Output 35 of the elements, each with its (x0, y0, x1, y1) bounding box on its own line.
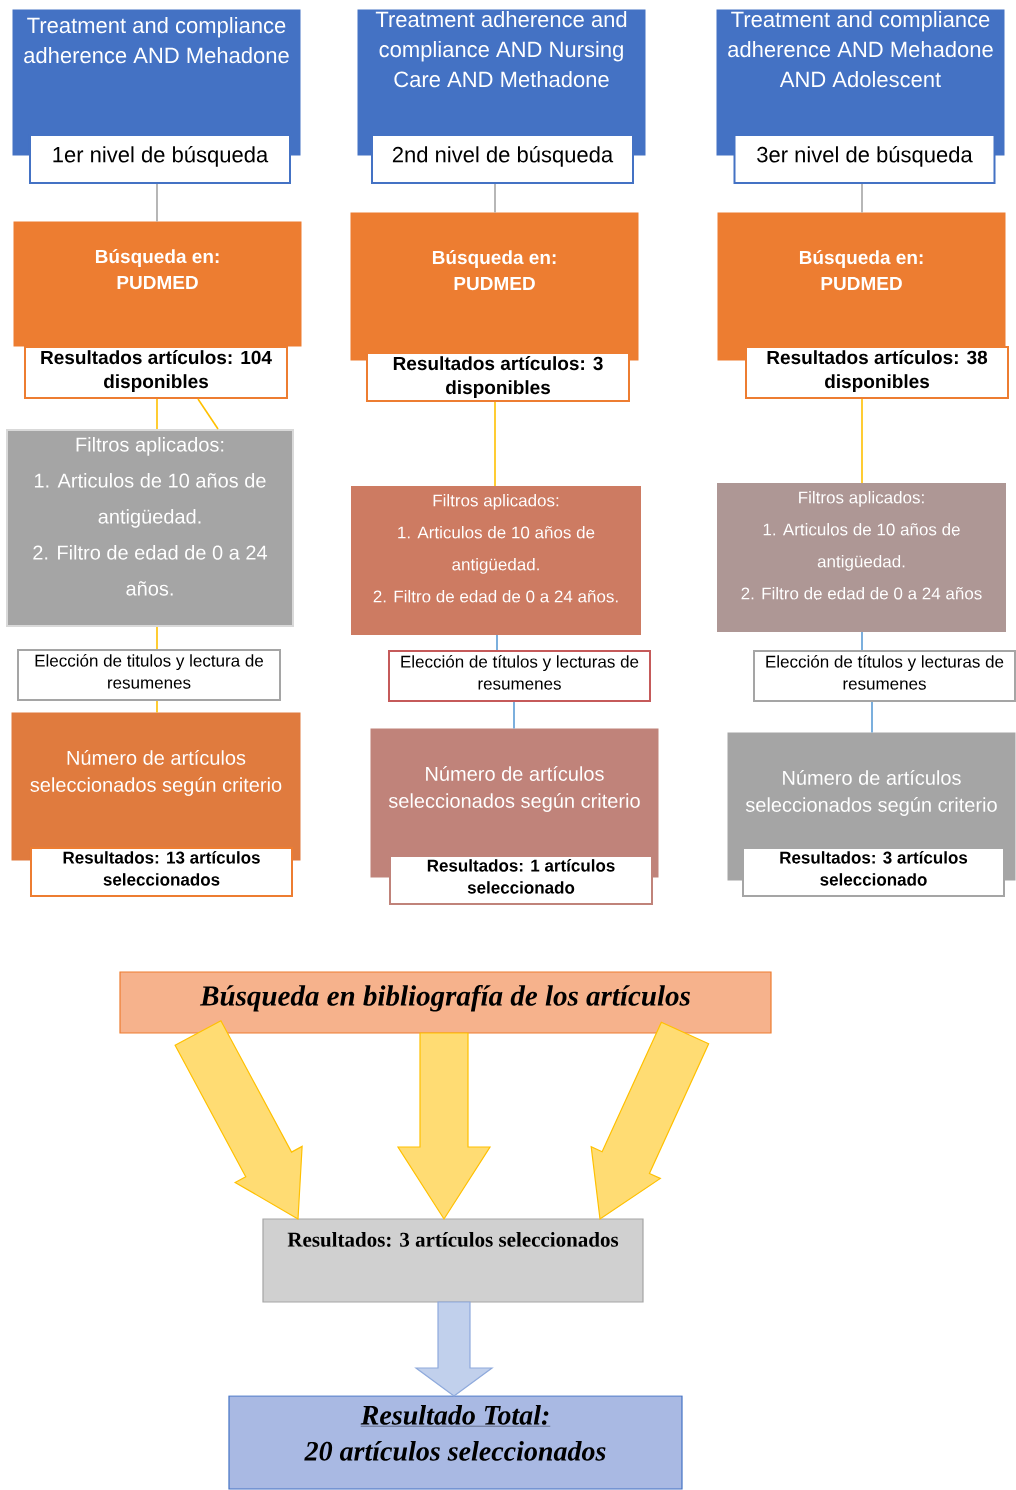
results-box: Resultados: 1 artículos seleccionado (389, 855, 653, 905)
results-box: Resultados artículos: 38 disponibles (745, 346, 1009, 399)
level-box: 1er nivel de búsqueda (29, 134, 291, 184)
connector-line (861, 183, 863, 214)
connector-line (156, 700, 158, 714)
block-arrow (590, 1021, 710, 1221)
results-box: Resultados: 3 artículos seleccionado (742, 847, 1005, 897)
connector-line (156, 183, 158, 223)
results-box: Resultados: 13 artículos seleccionados (30, 847, 293, 897)
results-box: Resultados: 3 artículos seleccionados (262, 1218, 644, 1303)
level-box: 2nd nivel de búsqueda (371, 134, 634, 184)
filter-box: Filtros aplicados: 1. Articulos de 10 años de antigüedad. 2. Filtro de edad de 0 a 24 años. (6, 429, 294, 627)
level-box: 3er nivel de búsqueda (733, 134, 996, 184)
connector-line (861, 631, 863, 651)
block-arrow (396, 1032, 492, 1221)
selection-box: Elección de títulos y lecturas de resumenes (388, 650, 651, 702)
connector-line (496, 634, 498, 651)
filter-box: Filtros aplicados: 1. Articulos de 10 años de antigüedad. 2. Filtro de edad de 0 a 24 años (717, 483, 1006, 632)
connector-line (494, 183, 496, 214)
connector-line (513, 701, 515, 730)
connector-line (156, 398, 158, 430)
results-box: Resultados artículos: 104 disponibles (24, 346, 288, 399)
connector-line (197, 398, 219, 430)
connector-line (861, 398, 863, 484)
selection-box: Elección de títulos y lecturas de resumenes (753, 650, 1016, 702)
selection-box: Elección de titulos y lectura de resumenes (17, 649, 281, 701)
connector-line (156, 626, 158, 650)
connector-line (494, 401, 496, 487)
filter-box: Filtros aplicados: 1. Articulos de 10 años de antigüedad. 2. Filtro de edad de 0 a 24 años. (351, 486, 641, 635)
block-arrow (414, 1301, 494, 1397)
results-box: Resultados artículos: 3 disponibles (366, 352, 630, 402)
search-banner: Búsqueda en bibliografía de los artículos (119, 971, 772, 1034)
search-box: Búsqueda en: PUDMED (13, 221, 302, 347)
total-box: Resultado Total: 20 artículos seleccionados (228, 1395, 683, 1490)
connector-line (871, 701, 873, 734)
